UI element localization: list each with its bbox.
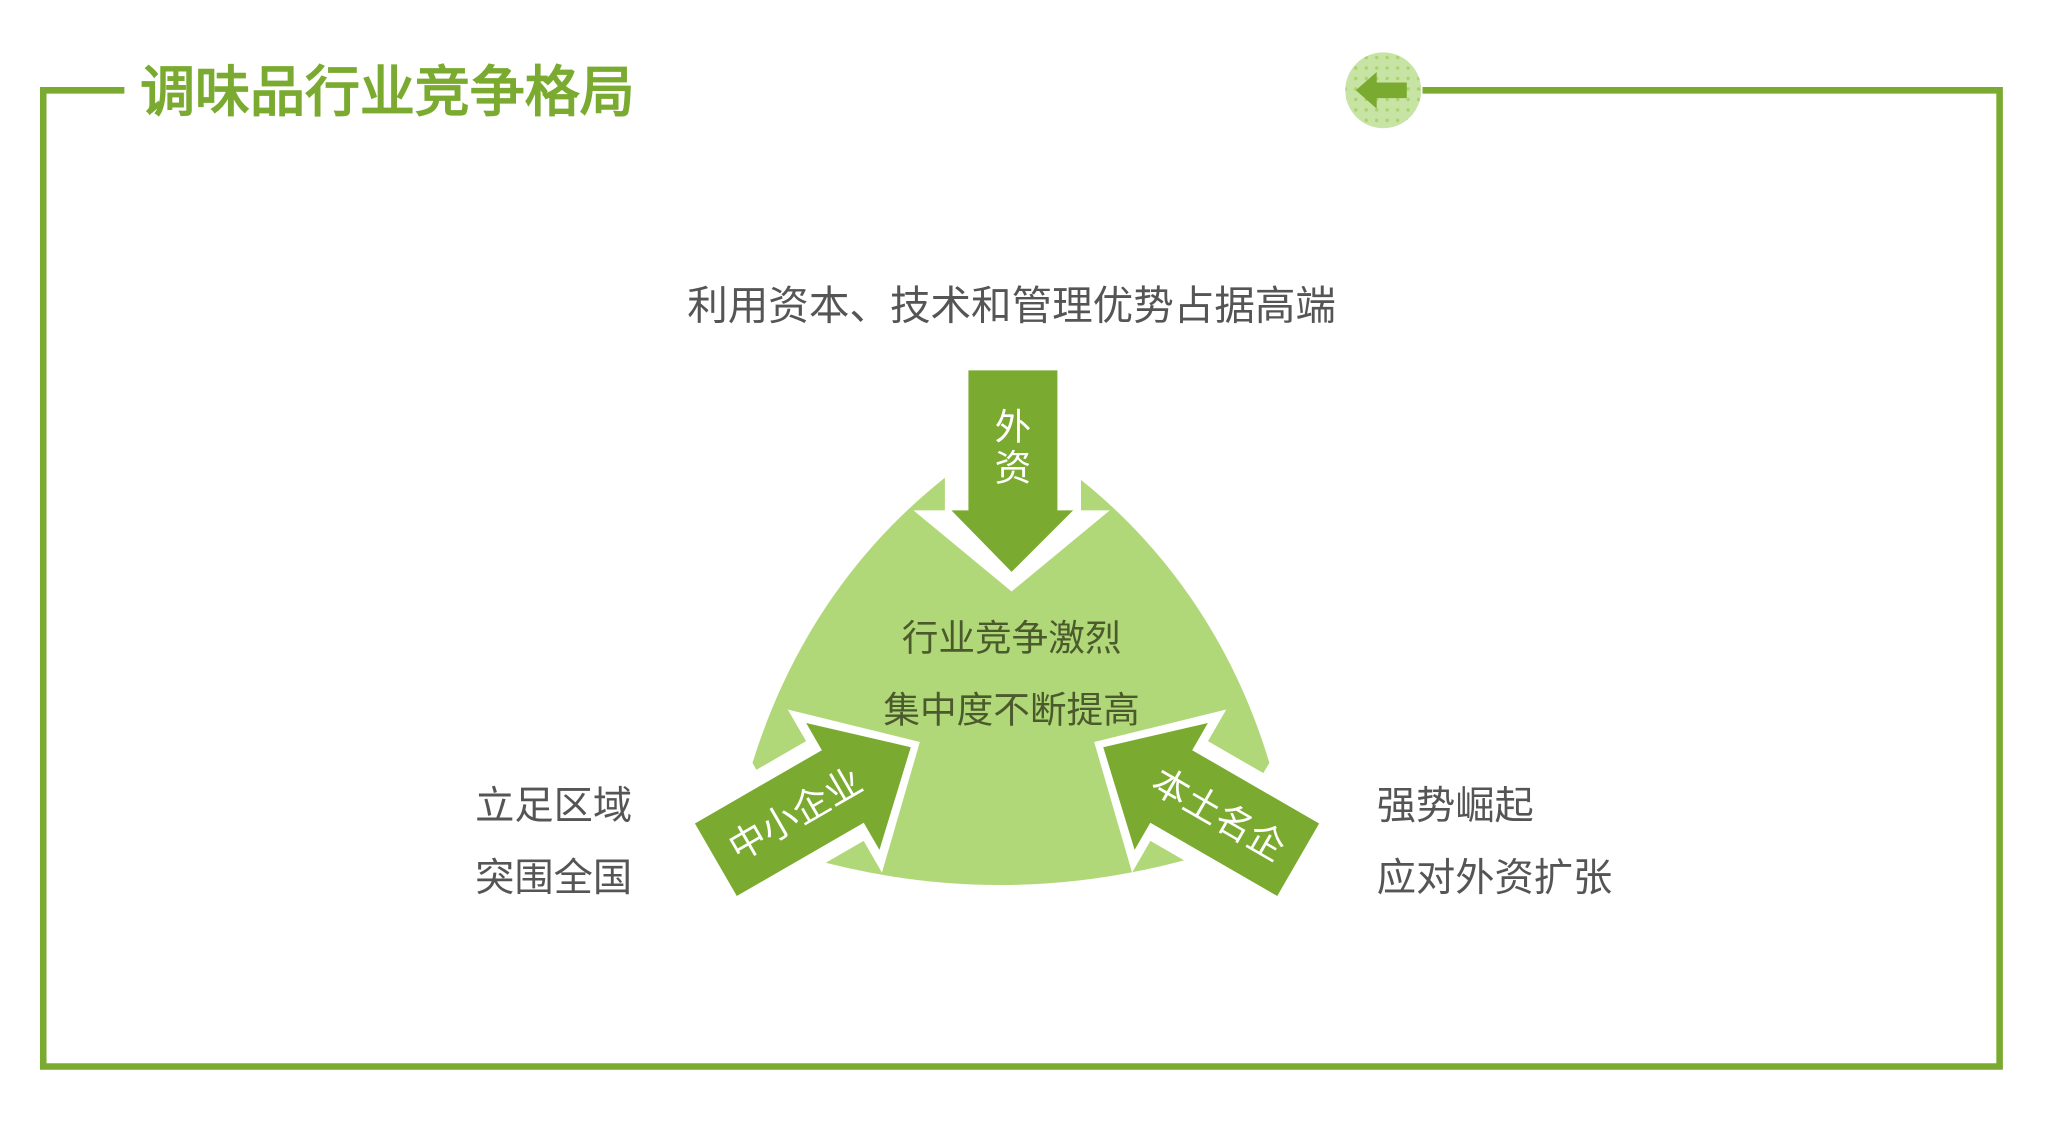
arrow-foreign-capital: 外 资 [913,370,1110,592]
frame-border [39,87,2003,1070]
left-caption-2: 突围全国 [475,856,632,900]
right-caption-1: 强势崛起 [1377,784,1534,828]
right-caption-2: 应对外资扩张 [1377,856,1613,900]
arrow-sme: 中小企业 [687,709,920,910]
arrow-label-top-2: 资 [995,447,1032,488]
page-title: 调味品行业竞争格局 [140,61,635,123]
center-line-1: 行业竞争激烈 [902,617,1122,658]
center-line-2: 集中度不断提高 [883,689,1139,730]
arrow-left-icon [1355,71,1407,109]
top-caption: 利用资本、技术和管理优势占据高端 [687,282,1336,328]
back-button[interactable] [1345,52,1422,129]
arrow-label-top-1: 外 [995,407,1032,448]
arrow-domestic-leaders: 本土名企 [1094,709,1327,910]
left-caption-1: 立足区域 [475,784,632,828]
